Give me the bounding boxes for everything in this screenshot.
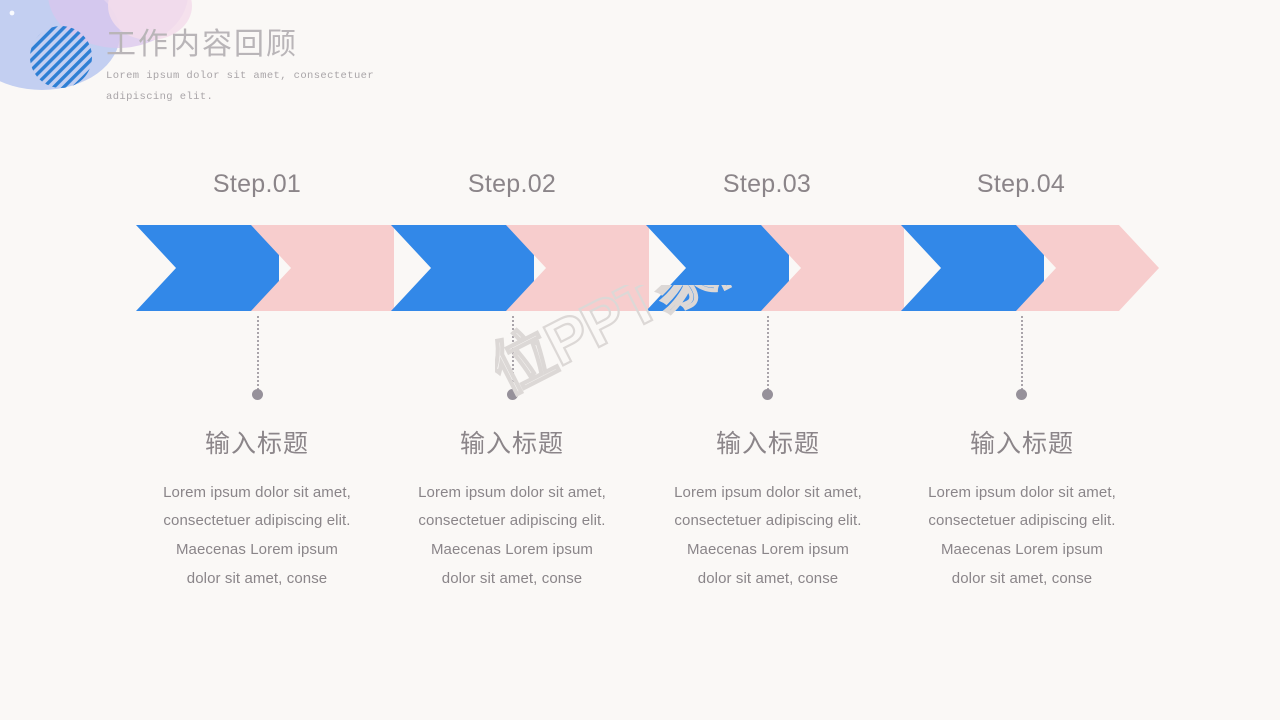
step-label-2: Step.02: [467, 170, 557, 198]
page-subtitle: Lorem ipsum dolor sit amet, consectetuer…: [106, 70, 375, 103]
step-label-4: Step.04: [976, 170, 1066, 198]
connector-line-1: [257, 316, 259, 390]
page-title: 工作内容回顾: [106, 28, 298, 61]
connector-dot-3: [762, 389, 773, 400]
step-card-body-1: Lorem ipsum dolor sit amet, consectetuer…: [163, 483, 351, 588]
step-card-body-2: Lorem ipsum dolor sit amet, consectetuer…: [418, 483, 606, 588]
connector-line-2: [512, 316, 514, 390]
step-card-title-2: 输入标题: [459, 430, 564, 458]
step-card-1: 输入标题 Lorem ipsum dolor sit amet, consect…: [157, 428, 357, 594]
step-card-4: 输入标题 Lorem ipsum dolor sit amet, consect…: [922, 428, 1122, 594]
chevron-blue-2[interactable]: [391, 225, 534, 311]
connector-dot-2: [507, 389, 518, 400]
connector-dot-4: [1016, 389, 1027, 400]
chevron-blue-3[interactable]: [646, 225, 789, 311]
connector-line-3: [767, 316, 769, 390]
step-card-3: 输入标题 Lorem ipsum dolor sit amet, consect…: [668, 428, 868, 594]
connector-dot-1: [252, 389, 263, 400]
chevron-blue-4[interactable]: [901, 225, 1044, 311]
step-card-body-3: Lorem ipsum dolor sit amet, consectetuer…: [674, 483, 862, 588]
chevron-row: [0, 225, 1280, 311]
step-card-2: 输入标题 Lorem ipsum dolor sit amet, consect…: [412, 428, 612, 594]
chevron-blue-1[interactable]: [136, 225, 279, 311]
step-card-title-3: 输入标题: [715, 430, 820, 458]
step-card-body-4: Lorem ipsum dolor sit amet, consectetuer…: [928, 483, 1116, 588]
step-card-title-1: 输入标题: [204, 430, 309, 458]
connector-line-4: [1021, 316, 1023, 390]
title-block: 工作内容回顾: [106, 26, 806, 64]
step-label-1: Step.01: [212, 170, 302, 198]
step-label-3: Step.03: [722, 170, 812, 198]
step-card-title-4: 输入标题: [969, 430, 1074, 458]
